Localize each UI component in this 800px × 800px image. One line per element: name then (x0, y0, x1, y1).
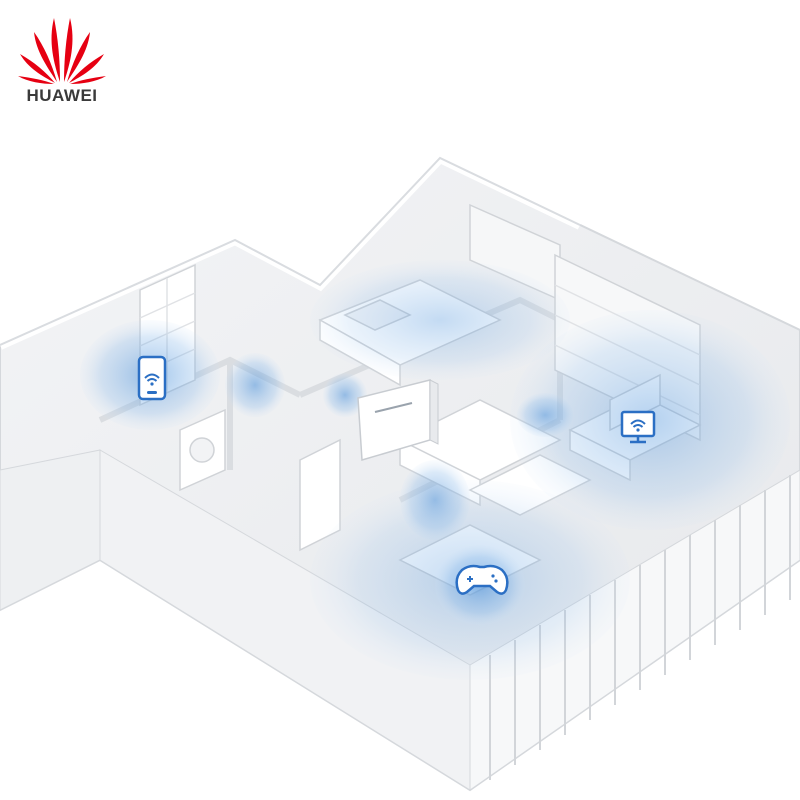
gamepad-icon (455, 564, 509, 595)
huawei-petals-icon (18, 18, 106, 84)
router-icon (357, 379, 439, 461)
huawei-logo: HUAWEI (14, 12, 110, 108)
brand-name: HUAWEI (26, 86, 98, 105)
tv-wifi-icon (620, 410, 656, 444)
smartphone-wifi-icon (137, 355, 167, 401)
